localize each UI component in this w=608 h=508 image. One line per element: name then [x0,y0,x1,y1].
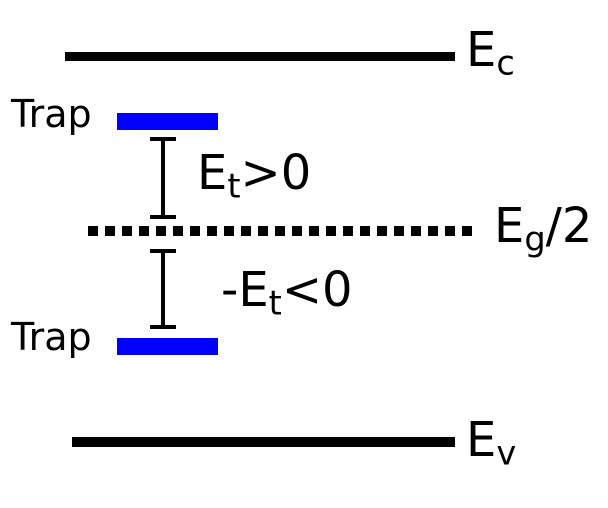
midgap-label-sub: g [524,219,546,259]
upper-trap-label: Trap [11,92,92,136]
lower-trap-label: Trap [11,315,92,359]
valence-band-label-sub: v [496,433,517,473]
conduction-band-label: Ec [466,26,515,80]
midgap-dotted-line [88,226,478,236]
et-positive-label-main: E [197,145,228,201]
conduction-band-line [65,52,455,61]
et-negative-label-main: -E [221,262,269,318]
midgap-label: Eg/2 [494,202,592,256]
et-positive-label-suffix: >0 [240,145,312,201]
et-positive-bracket-bottom-cap [150,215,176,219]
et-positive-bracket [150,137,176,219]
midgap-label-suffix: /2 [545,198,593,254]
et-negative-label-sub: t [268,283,282,323]
et-positive-label-sub: t [227,166,241,206]
et-negative-bracket-bottom-cap [150,325,176,329]
et-positive-label: Et>0 [197,149,311,203]
lower-trap-level-bar [117,338,218,355]
et-negative-bracket-stem [161,249,165,329]
et-negative-label-suffix: <0 [281,262,353,318]
valence-band-line [72,437,455,447]
upper-trap-level-bar [117,113,218,130]
valence-band-label-main: E [466,412,497,468]
valence-band-label: Ev [466,416,516,470]
conduction-band-label-main: E [466,22,497,78]
midgap-label-main: E [494,198,525,254]
et-negative-label: -Et<0 [221,266,353,320]
conduction-band-label-sub: c [496,43,515,83]
et-positive-bracket-stem [161,137,165,219]
et-negative-bracket [150,249,176,329]
